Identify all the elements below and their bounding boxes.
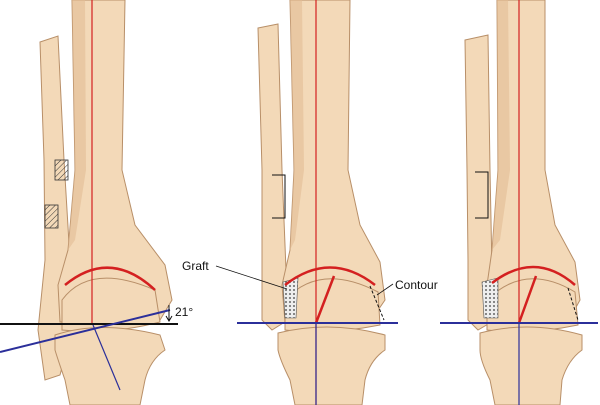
panel-after-2 — [440, 0, 598, 405]
contour-line — [567, 287, 579, 321]
talar-axis-line — [517, 275, 538, 324]
fibula — [257, 23, 289, 331]
hatched-wedge-upper — [54, 159, 69, 181]
panel-after-1: Graft Contour — [182, 0, 438, 405]
angle-arrow-icon — [165, 305, 173, 322]
angle-label: 21° — [175, 305, 193, 319]
plafond-arc — [64, 266, 156, 291]
graft-leader-line — [215, 265, 288, 290]
osteotomy-step — [475, 171, 489, 219]
talar-axis-line — [92, 324, 121, 391]
osteotomy-step — [272, 174, 286, 219]
talar-axis-line — [314, 275, 336, 324]
calcaneus — [479, 326, 583, 405]
bone-graft — [481, 277, 499, 319]
contour-line — [369, 285, 385, 321]
calcaneus — [277, 326, 386, 405]
graft-label: Graft — [182, 259, 209, 273]
hatched-wedge-lower — [44, 204, 59, 229]
talar-tilt-line — [0, 309, 171, 353]
plafond-arc — [491, 265, 576, 286]
contour-leader-line — [376, 283, 394, 296]
panel-before: 21° — [0, 0, 193, 405]
contour-label: Contour — [395, 278, 438, 292]
plafond-arc — [284, 266, 376, 286]
